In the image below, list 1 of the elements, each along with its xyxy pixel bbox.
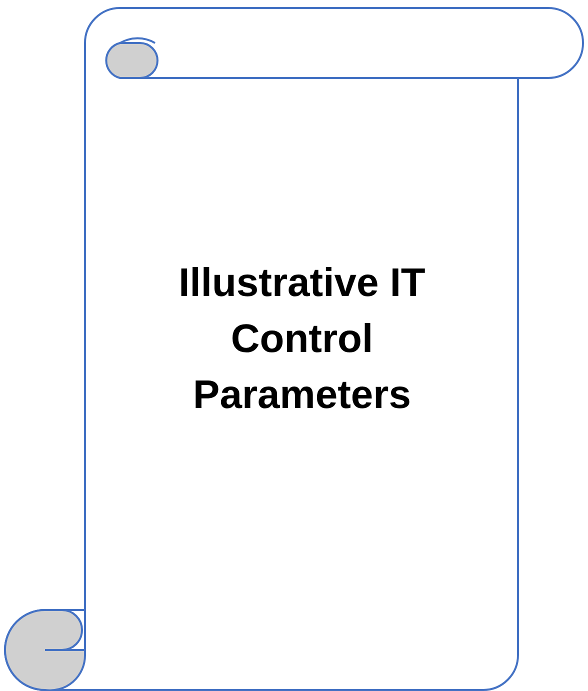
scroll-title: Illustrative IT Control Parameters bbox=[178, 260, 426, 419]
